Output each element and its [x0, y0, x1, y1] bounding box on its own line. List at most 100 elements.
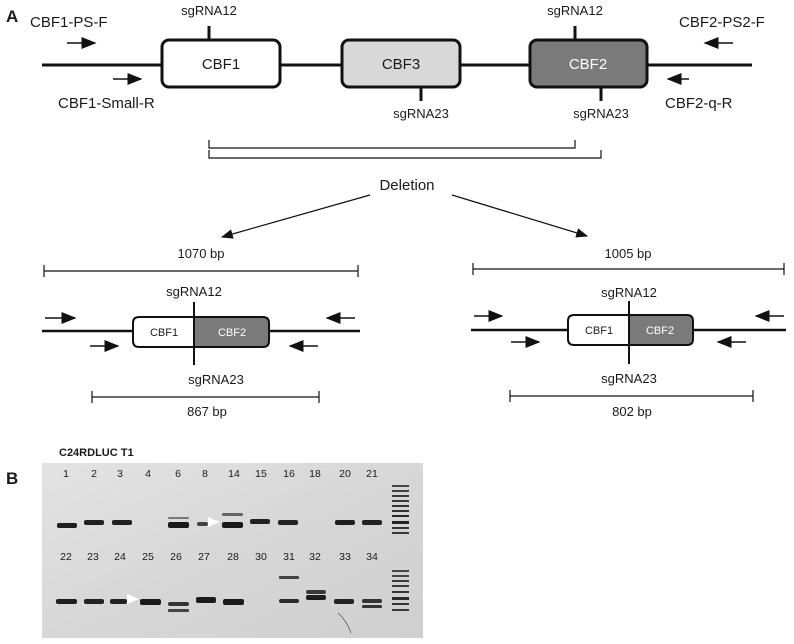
- gel-bottom-row: 22 23 24 25 26 27 28 30 31 32 33 34: [56, 551, 382, 634]
- lane-label: 16: [283, 468, 295, 480]
- gel-band: [306, 590, 326, 594]
- right-outer-bp-bracket: [472, 263, 785, 275]
- gel-band: [222, 513, 243, 516]
- left-inner-bp-bracket: [91, 391, 320, 403]
- lane-label: 21: [366, 468, 378, 480]
- right-deletion-product: 1005 bp CBF1 CBF2 sgRNA12 sgRNA23 802 bp: [471, 246, 786, 419]
- cbf3-gene-label: CBF3: [382, 56, 420, 73]
- gel-band: [168, 517, 189, 519]
- gel-band: [334, 599, 354, 604]
- gel-title: C24RDLUC T1: [59, 447, 134, 459]
- sgrna23-label-cbf3: sgRNA23: [393, 106, 449, 121]
- ladder-band: [392, 585, 409, 587]
- gel-band: [140, 599, 161, 605]
- cbf1-small-r-label: CBF1-Small-R: [58, 95, 155, 112]
- gel-top-row: 1 2 3 4 6 8 14 15 16 18 20 21: [57, 468, 382, 528]
- lane-label: 32: [309, 551, 321, 563]
- lane-label: 24: [114, 551, 126, 563]
- gel-band: [335, 520, 355, 525]
- deletion-bracket-sg23-sg23: [208, 150, 602, 159]
- gel-image: 1 2 3 4 6 8 14 15 16 18 20 21 22 23 24 2…: [42, 463, 423, 638]
- lane-label: 3: [117, 468, 123, 480]
- ladder-band: [392, 510, 409, 512]
- ladder-band: [392, 570, 409, 572]
- right-sgrna23-label: sgRNA23: [601, 371, 657, 386]
- ladder-band: [392, 521, 409, 524]
- deletion-label: Deletion: [379, 177, 434, 194]
- sgrna23-label-cbf2: sgRNA23: [573, 106, 629, 121]
- cbf3-gene-box: CBF3: [340, 38, 462, 89]
- ladder-band: [392, 580, 409, 582]
- ladder-band: [392, 591, 409, 593]
- left-fusion-cbf2-label: CBF2: [218, 327, 246, 339]
- gel-band: [250, 519, 270, 524]
- ladder-band: [392, 505, 409, 507]
- ladder-band: [392, 597, 409, 600]
- right-fusion-cbf1-label: CBF1: [585, 325, 613, 337]
- ladder-band: [392, 527, 409, 529]
- gel-band: [168, 609, 189, 612]
- lane-label: 30: [255, 551, 267, 563]
- ladder-band: [392, 495, 409, 497]
- lane-label: 26: [170, 551, 182, 563]
- cbf1-gene-box: CBF1: [160, 38, 282, 89]
- lane-label: 27: [198, 551, 210, 563]
- lane-label: 31: [283, 551, 295, 563]
- left-fusion-cbf1-label: CBF1: [150, 327, 178, 339]
- white-arrowhead-icon: [208, 517, 220, 527]
- gel-band: [362, 605, 382, 608]
- gel-background: [42, 463, 423, 638]
- ladder-band: [392, 575, 409, 577]
- left-sgrna23-label: sgRNA23: [188, 372, 244, 387]
- lane-label: 6: [175, 468, 181, 480]
- gel-band: [84, 520, 104, 525]
- gel-band: [279, 576, 299, 579]
- ladder-band: [392, 490, 409, 492]
- lane-label: 25: [142, 551, 154, 563]
- deletion-bracket-sg12-sg12: [208, 140, 576, 149]
- ladder-band: [392, 609, 409, 611]
- cbf1-ps-f-label: CBF1-PS-F: [30, 14, 108, 31]
- gel-band: [168, 522, 189, 528]
- gel-band: [222, 522, 243, 528]
- ladder-band: [392, 500, 409, 502]
- lane-label: 33: [339, 551, 351, 563]
- gel-band: [197, 522, 208, 526]
- lane-label: 18: [309, 468, 321, 480]
- gel-band: [278, 520, 298, 525]
- white-arrowhead-icon: [127, 594, 139, 604]
- cbf2-ps2-f-label: CBF2-PS2-F: [679, 14, 765, 31]
- left-inner-bp-label: 867 bp: [187, 404, 227, 419]
- sgrna12-label-cbf2: sgRNA12: [547, 3, 603, 18]
- panel-b-label: B: [6, 469, 18, 488]
- sgrna12-label-cbf1: sgRNA12: [181, 3, 237, 18]
- ladder-band: [392, 515, 409, 517]
- lane-label: 1: [63, 468, 69, 480]
- lane-label: 14: [228, 468, 240, 480]
- gel-band: [168, 602, 189, 606]
- deletion-arrow-left: [220, 194, 371, 239]
- right-inner-bp-bracket: [509, 390, 754, 402]
- left-fusion-box-cbf2: [193, 316, 270, 348]
- dna-ladder-lane: [392, 485, 409, 611]
- gel-band: [306, 595, 326, 600]
- left-fusion-box-cbf1: [132, 316, 195, 348]
- lane-label: 22: [60, 551, 72, 563]
- lane-label: 23: [87, 551, 99, 563]
- right-fusion-box-cbf2: [628, 314, 694, 346]
- gel-band: [362, 599, 382, 603]
- right-sgrna12-label: sgRNA12: [601, 285, 657, 300]
- lane-label: 20: [339, 468, 351, 480]
- panel-a-label: A: [6, 7, 18, 26]
- left-outer-bp-bracket: [43, 265, 359, 277]
- right-inner-bp-label: 802 bp: [612, 404, 652, 419]
- left-sgrna12-label: sgRNA12: [166, 284, 222, 299]
- gel-band: [57, 523, 77, 528]
- gel-band: [84, 599, 104, 604]
- right-outer-bp-label: 1005 bp: [605, 246, 652, 261]
- cbf1-gene-label: CBF1: [202, 56, 240, 73]
- lane-label: 8: [202, 468, 208, 480]
- gel-band: [223, 599, 244, 605]
- lane-label: 4: [145, 468, 151, 480]
- cbf2-q-r-label: CBF2-q-R: [665, 95, 733, 112]
